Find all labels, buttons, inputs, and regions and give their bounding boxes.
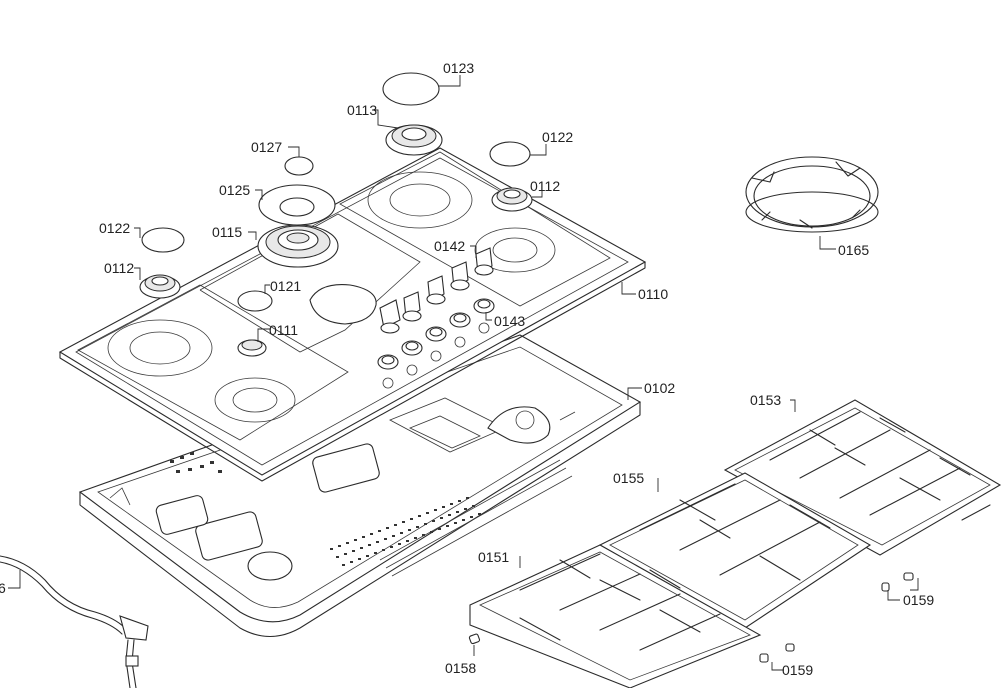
rubber-foot-0159 — [903, 572, 914, 581]
burner-cap-0121 — [237, 290, 273, 312]
rubber-foot-0159 — [881, 582, 890, 592]
callout-0110: 0110 — [638, 286, 668, 302]
callout-0121: 0121 — [270, 278, 301, 294]
knob-base-ring — [473, 298, 495, 314]
burner-cap-0127 — [284, 156, 314, 176]
burner-0111 — [237, 339, 267, 357]
power-cable — [0, 555, 149, 688]
knob-base-ring — [449, 312, 471, 328]
knob — [426, 275, 446, 305]
knob-base-ring — [377, 354, 399, 370]
control-knobs — [377, 247, 495, 389]
knob-base-ring — [401, 340, 423, 356]
callout-0143: 0143 — [494, 313, 525, 329]
rubber-foot-0159 — [785, 643, 795, 652]
callout-0122-left: 0122 — [99, 220, 130, 236]
callout-labels: 0123 0113 0127 0122 0125 0112 0122 0115 … — [0, 60, 934, 678]
callout-0159-bottom: 0159 — [782, 662, 813, 678]
knob — [474, 247, 494, 276]
rubber-foot-0159 — [759, 653, 769, 663]
burner-0115 — [257, 224, 339, 268]
callout-0111: 0111 — [269, 322, 298, 338]
callout-0153: 0153 — [750, 392, 781, 408]
callout-6: 6 — [0, 580, 6, 596]
burner-cap-0122-right — [489, 141, 531, 167]
flame-spreader-0125 — [258, 184, 336, 226]
callout-0125: 0125 — [219, 182, 250, 198]
callout-0127: 0127 — [251, 139, 282, 155]
burner-cap-0122-left — [141, 227, 185, 253]
knob — [379, 299, 401, 334]
callout-0165: 0165 — [838, 242, 869, 258]
callout-0151: 0151 — [478, 549, 509, 565]
burner-0112-left — [139, 274, 181, 299]
knob — [450, 261, 470, 291]
pan-support-0151 — [469, 544, 762, 688]
rubber-foot-0158 — [468, 633, 481, 645]
callout-0142: 0142 — [434, 238, 465, 254]
callout-0115: 0115 — [212, 224, 242, 240]
leader-lines — [8, 75, 919, 671]
callout-0158: 0158 — [445, 660, 476, 676]
callout-0155: 0155 — [613, 470, 644, 486]
knob — [402, 291, 422, 322]
burner-0112-right — [491, 187, 533, 212]
callout-0122-right: 0122 — [542, 129, 573, 145]
knob-base-ring — [425, 326, 447, 342]
burner-cap-0123 — [382, 72, 440, 106]
burner-0113 — [385, 124, 443, 156]
wok-ring-0165 — [745, 156, 879, 233]
callout-0112-left: 0112 — [104, 260, 134, 276]
callout-0112-right: 0112 — [530, 178, 560, 194]
callout-0102: 0102 — [644, 380, 675, 396]
callout-0113: 0113 — [347, 102, 377, 118]
base-tray — [78, 334, 642, 637]
callout-0123: 0123 — [443, 60, 474, 76]
hob-top-plate — [58, 147, 647, 482]
callout-0159-right: 0159 — [903, 592, 934, 608]
